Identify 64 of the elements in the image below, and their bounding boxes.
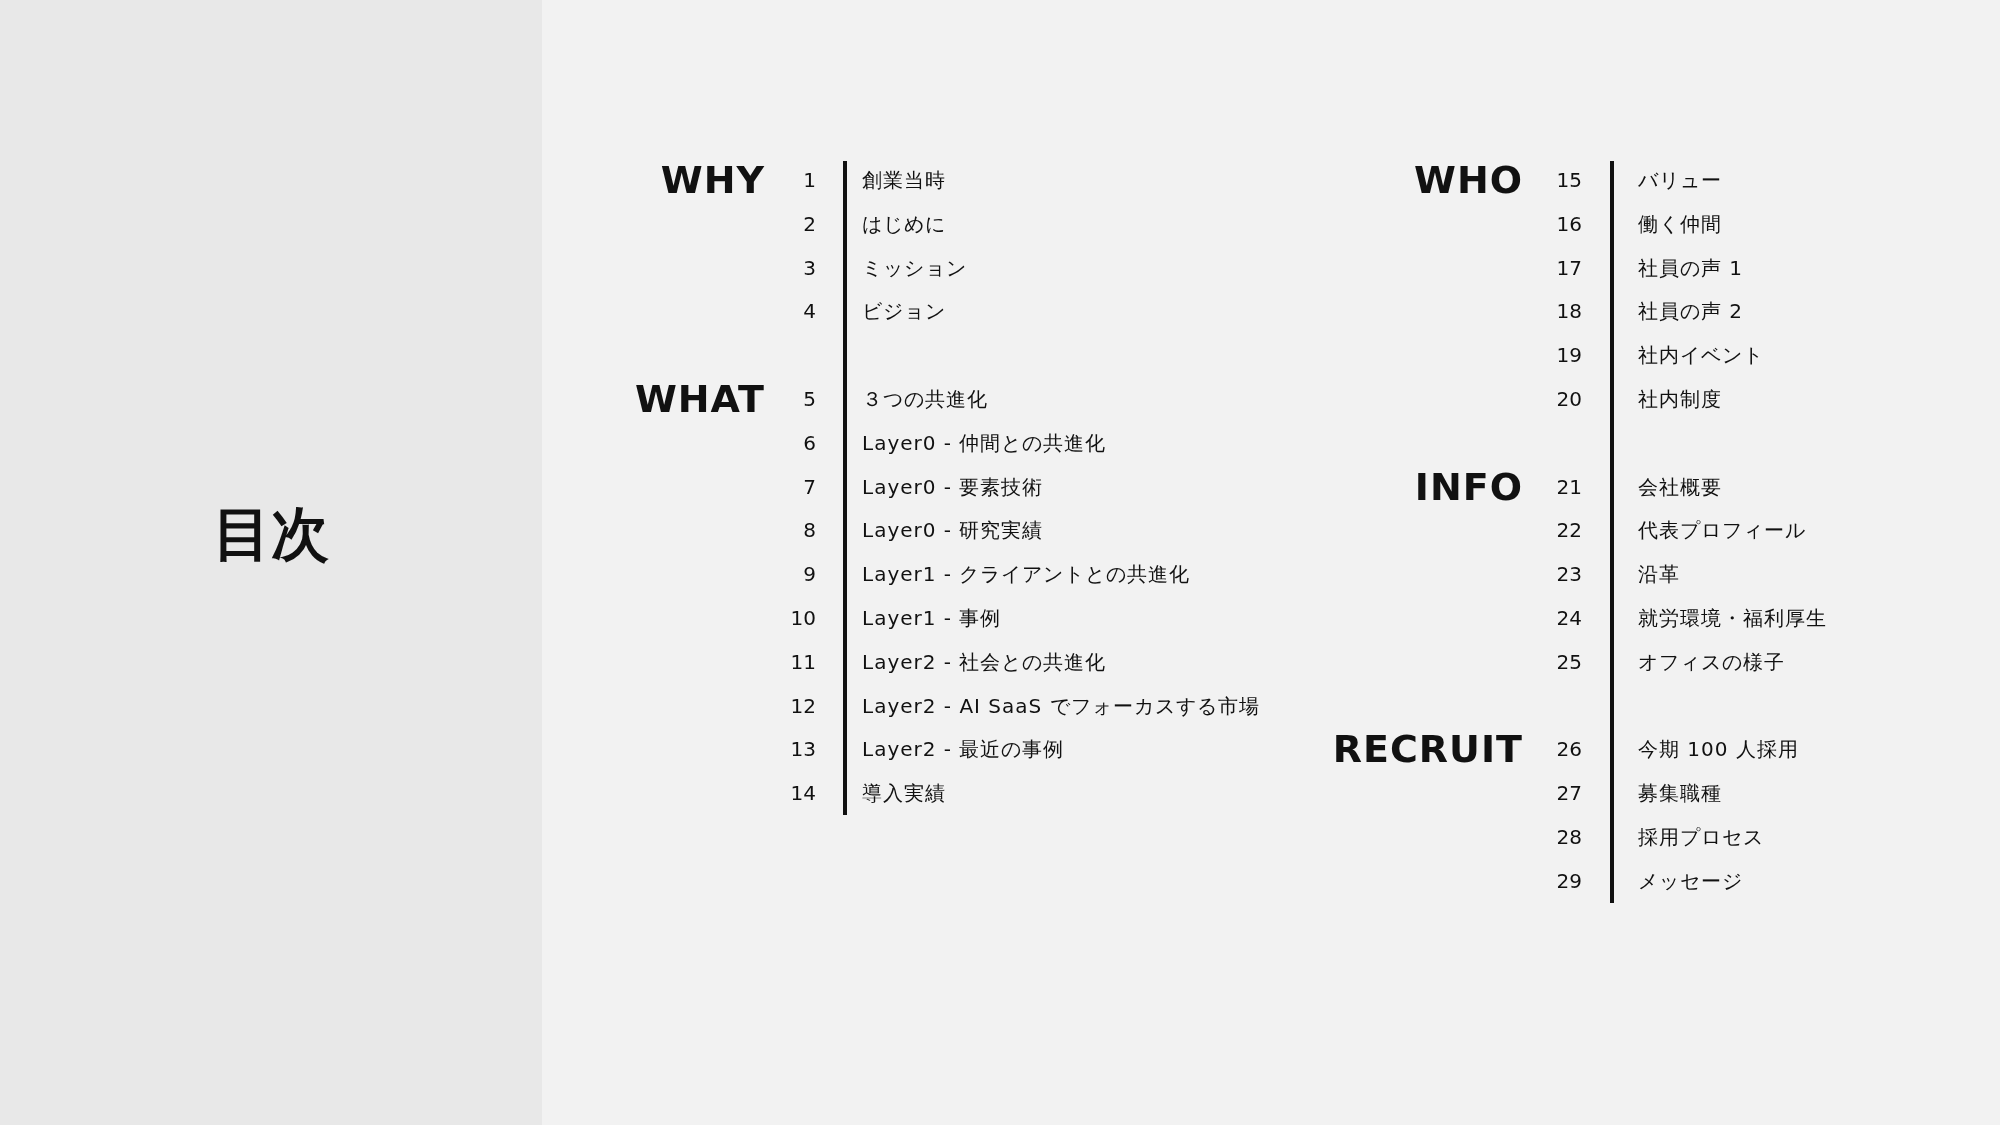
page-number: 20: [1555, 386, 1582, 413]
toc-entry: オフィスの様子: [1638, 648, 1785, 676]
toc-entry: Layer2 - 社会との共進化: [862, 648, 1107, 676]
page-number: 17: [1555, 254, 1582, 282]
toc-entry: 社員の声 1: [1638, 254, 1744, 282]
page-number: 22: [1555, 517, 1582, 545]
toc-entry: Layer2 - AI SaaS でフォーカスする市場: [862, 692, 1260, 720]
page-number: 1: [802, 167, 816, 194]
toc-entry: 導入実績: [862, 780, 946, 808]
page-number: 8: [802, 517, 816, 545]
page-number: 24: [1555, 605, 1582, 632]
toc-entry: ミッション: [862, 254, 967, 282]
page-number: 14: [789, 780, 816, 808]
page-number: 27: [1555, 780, 1582, 808]
section-heading: RECRUIT: [1331, 727, 1523, 772]
toc-entry: 沿革: [1638, 561, 1680, 589]
section-heading: WHY: [659, 158, 765, 202]
page-number: 25: [1555, 648, 1582, 676]
toc-entry: 創業当時: [862, 167, 946, 194]
toc-entry: 社員の声 2: [1638, 298, 1744, 326]
toc-entry: 会社概要: [1638, 473, 1722, 501]
toc-entry: 採用プロセス: [1638, 824, 1764, 851]
page-number: 10: [789, 605, 816, 632]
page-number: 13: [789, 736, 816, 764]
page-number: 5: [802, 386, 816, 413]
toc-entry: 就労環境・福利厚生: [1638, 605, 1827, 632]
page-number: 9: [802, 561, 816, 589]
toc-entry: 代表プロフィール: [1638, 517, 1806, 545]
toc-entry: Layer0 - 研究実績: [862, 517, 1044, 545]
toc-entry: ビジョン: [862, 298, 946, 326]
toc-entry: 募集職種: [1638, 780, 1722, 808]
section-heading: WHO: [1412, 158, 1523, 202]
page-number: 6: [802, 429, 816, 457]
section-heading: WHAT: [633, 377, 765, 421]
toc-entry: バリュー: [1638, 167, 1722, 194]
toc-entry: Layer1 - 事例: [862, 605, 1002, 632]
page-number: 18: [1555, 298, 1582, 326]
toc-entry: Layer0 - 仲間との共進化: [862, 429, 1107, 457]
section-heading: INFO: [1413, 464, 1523, 509]
page-number: 23: [1555, 561, 1582, 589]
toc-entry: Layer0 - 要素技術: [862, 473, 1044, 501]
page-number: 11: [789, 648, 816, 676]
page-number: 28: [1555, 824, 1582, 851]
toc-entry: ３つの共進化: [862, 386, 988, 413]
page-number: 3: [802, 254, 816, 282]
toc-entry: メッセージ: [1638, 867, 1743, 895]
page-number: 19: [1555, 342, 1582, 370]
page-number: 4: [802, 298, 816, 326]
toc-entry: 社内制度: [1638, 386, 1722, 413]
page-number: 12: [789, 692, 816, 720]
toc-entry: 今期 100 人採用: [1638, 736, 1799, 764]
page-number: 15: [1555, 167, 1582, 194]
page-number: 2: [802, 210, 816, 238]
toc-entry: 社内イベント: [1638, 342, 1764, 370]
page-number: 21: [1555, 473, 1582, 501]
toc-entry: Layer2 - 最近の事例: [862, 736, 1065, 764]
toc-entry: はじめに: [862, 210, 946, 238]
page-number: 26: [1555, 736, 1582, 764]
page-number: 16: [1555, 210, 1582, 238]
page-number: 29: [1555, 867, 1582, 895]
page-number: 7: [802, 473, 816, 501]
toc-entry: Layer1 - クライアントとの共進化: [862, 561, 1191, 589]
toc-entry: 働く仲間: [1638, 210, 1722, 238]
page-title: 目次: [212, 505, 330, 563]
